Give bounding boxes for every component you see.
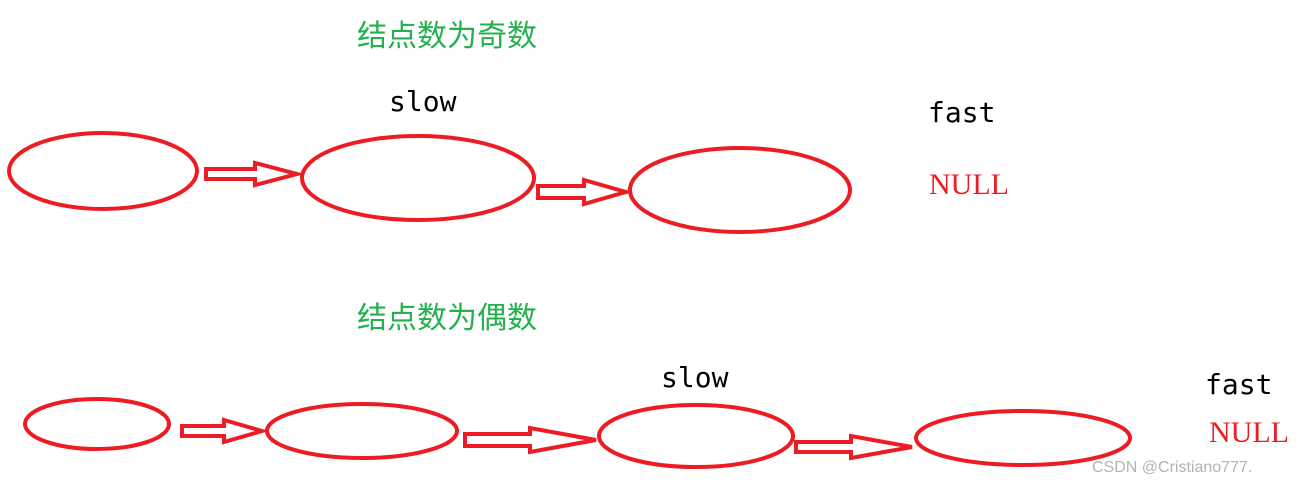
odd-node-1 <box>7 131 199 211</box>
odd-node-2 <box>300 134 536 222</box>
even-arrow-1 <box>180 417 270 445</box>
even-node-4 <box>914 409 1132 467</box>
even-node-3 <box>597 403 795 469</box>
even-fast-label: fast <box>1205 368 1273 401</box>
odd-arrow-2 <box>536 177 634 207</box>
even-case-heading: 结点数为偶数 <box>357 301 537 336</box>
odd-slow-label: slow <box>389 85 457 118</box>
odd-null-label: NULL <box>929 168 1009 201</box>
even-arrow-3 <box>794 433 913 461</box>
odd-fast-label: fast <box>928 96 996 129</box>
even-node-2 <box>265 402 459 460</box>
even-arrow-2 <box>463 425 597 455</box>
odd-case-heading: 结点数为奇数 <box>357 19 537 54</box>
odd-arrow-1 <box>204 160 305 188</box>
even-null-label: NULL <box>1209 416 1289 449</box>
even-node-1 <box>23 397 171 451</box>
watermark-text: CSDN @Cristiano777. <box>1092 459 1253 476</box>
even-slow-label: slow <box>661 361 729 394</box>
odd-node-3 <box>628 146 852 234</box>
